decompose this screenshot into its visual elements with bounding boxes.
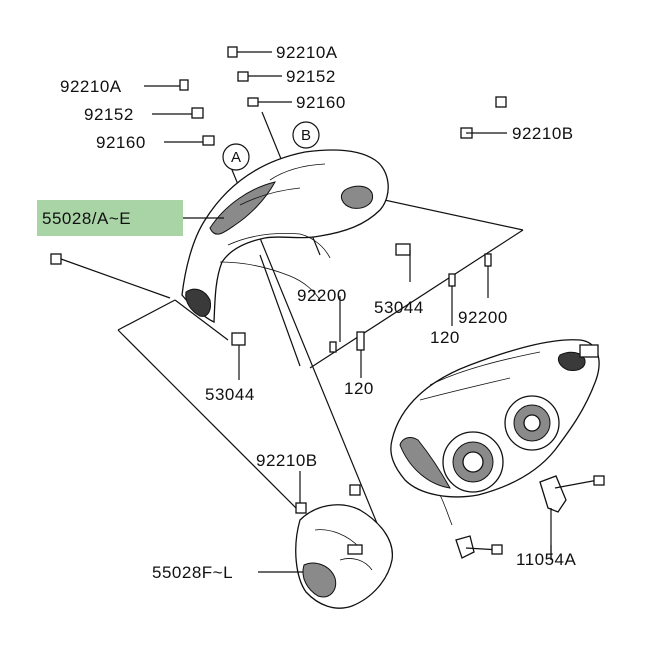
ref-label-a: A [231, 149, 241, 166]
upper-cowl-part [181, 149, 389, 323]
lower-cowl-part [295, 504, 394, 609]
bracket-part [455, 475, 599, 560]
part-label-92210a-left: 92210A [60, 77, 122, 96]
part-label-92160-top: 92160 [296, 93, 346, 112]
reference-markers: A B [222, 121, 320, 171]
part-label-92152-top: 92152 [286, 67, 336, 86]
part-label-53044-right: 53044 [374, 298, 424, 317]
hardware-parts [50, 46, 605, 555]
headlight-assembly-part [390, 339, 600, 526]
part-label-92200-right: 92200 [458, 308, 508, 327]
part-label-92210a-top: 92210A [276, 43, 338, 62]
leader-lines [144, 51, 552, 573]
part-label-92160-left: 92160 [96, 133, 146, 152]
part-label-92210b-low: 92210B [256, 451, 318, 470]
part-label-92210b-right: 92210B [512, 124, 574, 143]
part-labels: 92210A 92152 92160 92210A 92152 92160 92… [42, 43, 577, 582]
ref-circle-b [292, 121, 320, 149]
part-label-53044-left: 53044 [205, 385, 255, 404]
part-label-11054a: 11054A [516, 550, 577, 569]
part-label-92200-mid: 92200 [297, 286, 347, 305]
highlight-box [37, 200, 183, 236]
part-label-55028f-l: 55028F~L [152, 563, 233, 582]
part-label-120-mid: 120 [344, 379, 374, 398]
part-label-120-right: 120 [430, 328, 460, 347]
ref-circle-a [222, 143, 250, 171]
part-label-55028-a-e: 55028/A~E [42, 209, 131, 228]
ref-label-b: B [301, 127, 311, 144]
part-label-92152-left: 92152 [84, 105, 134, 124]
